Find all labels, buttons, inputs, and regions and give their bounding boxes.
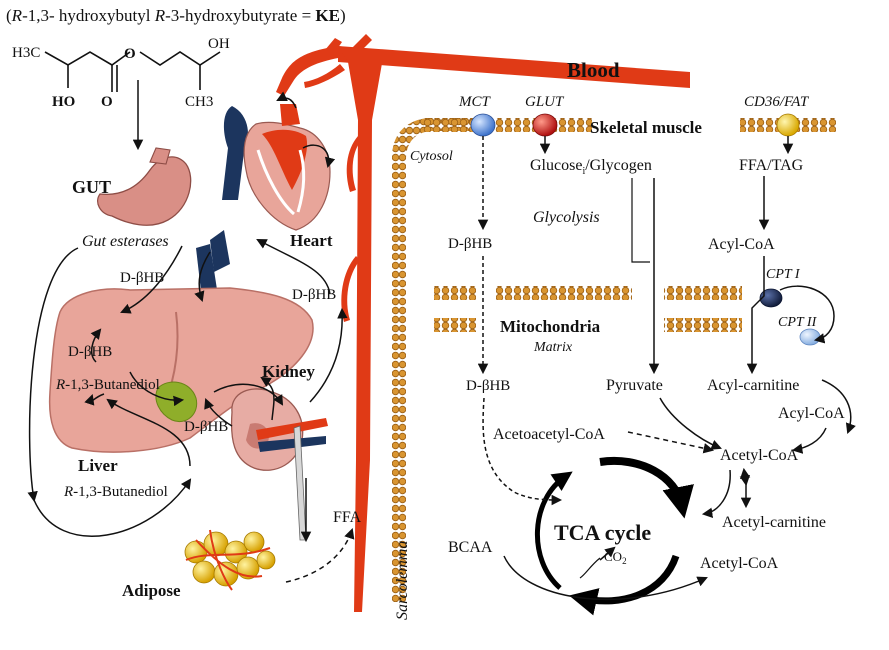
adipose-label: Adipose — [122, 581, 181, 600]
glut-label: GLUT — [525, 94, 565, 110]
blood-label: Blood — [567, 58, 620, 82]
heart-illustration — [222, 104, 331, 231]
cpt2-carrier — [799, 328, 821, 346]
ke-title: (R-1,3- hydroxybutyl R-3-hydroxybutyrate… — [6, 6, 346, 25]
ffa-tag-label: FFA/TAG — [739, 157, 804, 174]
cytosol-label: Cytosol — [410, 149, 453, 164]
mct-label: MCT — [458, 94, 492, 110]
bcaa-label: BCAA — [448, 539, 493, 556]
acetyl-coa-top-label: Acetyl-CoA — [720, 447, 799, 464]
molecule-oh: OH — [208, 36, 230, 52]
skeletal-muscle-label: Skeletal muscle — [590, 118, 702, 137]
ke-molecule — [44, 51, 221, 92]
cpt1-carrier — [759, 288, 783, 308]
mct-transporter — [470, 113, 496, 137]
mitochondria-membranes — [434, 286, 742, 332]
tca-cycle-label: TCA cycle — [554, 520, 651, 545]
adipose-ffa-label: FFA — [333, 509, 362, 526]
acyl-coa-cytosol-label: Acyl-CoA — [708, 236, 775, 253]
left-arrows — [27, 239, 355, 583]
molecule-carbonyl-o: O — [101, 94, 113, 110]
heart-label: Heart — [290, 231, 333, 250]
glucose-glycogen-label: Glucosei/Glycogen — [530, 157, 652, 177]
mitochondria-label: Mitochondria — [500, 317, 601, 336]
kidney-illustration — [230, 388, 328, 541]
matrix-label: Matrix — [533, 340, 573, 355]
acyl-carnitine-label: Acyl-carnitine — [707, 377, 799, 394]
molecule-h3c: H3C — [12, 45, 40, 61]
tca-cycle-ring — [534, 456, 694, 616]
matrix-dbhb-label: D-βHB — [466, 378, 510, 394]
gut-illustration — [97, 147, 192, 226]
molecule-ch3: CH3 — [185, 94, 213, 110]
blood-vessels — [276, 34, 690, 612]
glycolysis-label: Glycolysis — [533, 209, 600, 226]
cpt1-label: CPT I — [766, 267, 801, 282]
kidney-label: Kidney — [262, 362, 315, 381]
acyl-coa-matrix-label: Acyl-CoA — [778, 405, 845, 422]
liver-dbhb-label: D-βHB — [68, 344, 112, 360]
acetoacetyl-coa-label: Acetoacetyl-CoA — [493, 426, 605, 443]
gut-dbhb-label: D-βHB — [120, 270, 164, 286]
arrow-heart-circulation — [302, 144, 336, 169]
adipose-illustration — [184, 529, 276, 591]
kidney-dbhb-label: D-βHB — [184, 419, 228, 435]
cytosol-dbhb-label: D-βHB — [448, 236, 492, 252]
cd36-transporter — [776, 113, 800, 137]
gut-esterases-label: Gut esterases — [82, 233, 169, 250]
acetyl-carnitine-label: Acetyl-carnitine — [722, 514, 826, 531]
molecule-ho: HO — [52, 94, 75, 110]
sarcolemma-membrane — [392, 118, 836, 602]
cpt2-label: CPT II — [778, 315, 818, 330]
gut-label: GUT — [72, 177, 111, 197]
liver-label: Liver — [78, 456, 118, 475]
bottom-butanediol-label: R-1,3-Butanediol — [63, 484, 168, 500]
muscle-arrows — [477, 136, 856, 601]
molecule-ester-o: O — [124, 46, 136, 62]
glut-transporter — [532, 113, 558, 137]
arrow-heart-to-aorta — [276, 91, 297, 109]
heart-dbhb-label: D-βHB — [292, 287, 336, 303]
pyruvate-label: Pyruvate — [606, 377, 663, 394]
acetyl-coa-bottom-label: Acetyl-CoA — [700, 555, 779, 572]
co2-label: CO2 — [604, 549, 627, 566]
liver-butanediol-label: R-1,3-Butanediol — [55, 377, 160, 393]
sarcolemma-label: Sarcolemma — [394, 541, 411, 620]
cd36-label: CD36/FAT — [744, 94, 810, 110]
